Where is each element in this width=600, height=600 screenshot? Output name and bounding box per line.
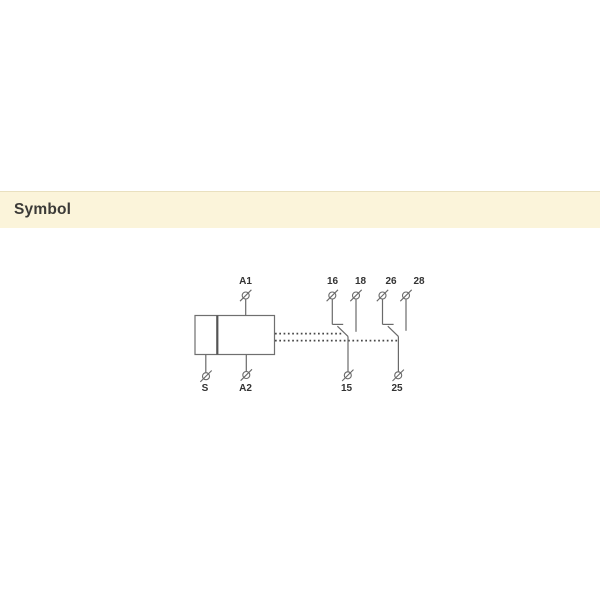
terminal-16-icon [326,289,339,302]
terminal-25-label: 25 [391,383,403,394]
contact-group-1: 16 18 15 [326,276,367,394]
terminal-15-label: 15 [341,383,353,394]
contact-group-2: 26 28 25 [376,276,425,394]
terminal-a2-label: A2 [239,383,252,394]
terminal-a2-icon [240,368,253,382]
terminal-15-icon [341,369,355,382]
section-header-banner: Symbol [0,191,600,228]
terminal-18-label: 18 [355,276,367,287]
terminal-28-label: 28 [413,276,425,287]
coil-group: A1 S A2 [194,276,276,394]
terminal-16-label: 16 [327,276,339,287]
terminal-25-icon [391,369,405,382]
terminal-a1-label: A1 [239,276,252,287]
section-title: Symbol [14,201,72,218]
contact-1-lever [336,325,349,337]
terminal-26-icon [376,289,389,302]
terminal-a1-icon [239,289,252,302]
mechanical-links [275,332,399,342]
contact-2-lever [387,325,399,337]
terminal-18-icon [349,289,363,302]
terminal-s-label: S [202,383,209,394]
terminal-26-label: 26 [385,276,397,287]
terminal-s-icon [199,369,213,383]
terminal-28-icon [399,289,413,302]
coil-box [194,314,276,356]
